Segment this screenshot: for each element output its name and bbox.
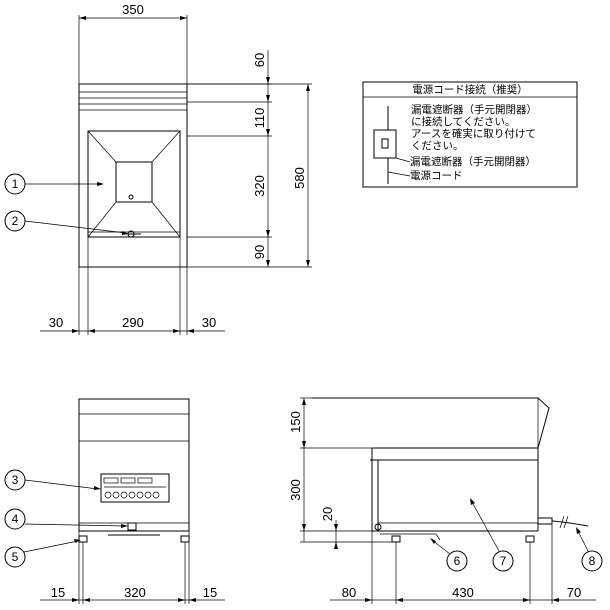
foot-left <box>78 535 88 543</box>
side-foot-rear <box>525 535 535 543</box>
note-line-1: 漏電遮断器（手元開閉器） <box>411 103 537 116</box>
side-view: 150 300 20 80 430 70 6 7 8 <box>288 397 603 604</box>
note-line-4: ください。 <box>411 140 464 152</box>
callout-3: 3 <box>12 473 19 487</box>
callout-4: 4 <box>12 512 19 526</box>
dim-150: 150 <box>288 411 303 433</box>
side-foot-front <box>391 535 401 543</box>
callout-5: 5 <box>12 550 19 564</box>
breaker-symbol <box>373 129 397 159</box>
dim-80: 80 <box>342 585 356 600</box>
note-line-3: アースを確実に取り付けて <box>411 127 536 140</box>
control-panel <box>100 473 170 503</box>
dim-20: 20 <box>320 507 335 521</box>
note-label-breaker: 漏電遮断器（手元開閉器） <box>410 155 536 168</box>
dim-90: 90 <box>252 245 267 259</box>
dim-290: 290 <box>122 315 144 330</box>
power-cord-note: 電源コード接続（推奨） 漏電遮断器（手元開閉器） に接続してください。 アースを… <box>362 81 578 188</box>
callout-8: 8 <box>589 554 596 568</box>
note-title: 電源コード接続（推奨） <box>412 83 528 96</box>
dim-15-right: 15 <box>203 585 217 600</box>
dim-110: 110 <box>252 108 267 129</box>
dim-430: 430 <box>452 585 474 600</box>
dim-front-320: 320 <box>124 585 146 600</box>
dim-60: 60 <box>252 53 267 67</box>
callout-7: 7 <box>500 554 507 568</box>
front-view-outline <box>78 398 190 532</box>
side-backguard <box>312 397 550 449</box>
dim-320: 320 <box>252 175 267 197</box>
dim-side-300: 300 <box>288 479 303 501</box>
dim-350: 350 <box>122 2 144 17</box>
dim-30-right: 30 <box>202 315 216 330</box>
dim-70: 70 <box>567 585 581 600</box>
callout-2: 2 <box>12 214 19 228</box>
dim-30-left: 30 <box>49 315 63 330</box>
foot-right <box>180 535 190 543</box>
dim-15-left: 15 <box>51 585 65 600</box>
top-view: 350 60 110 320 90 580 30 290 30 <box>4 2 312 335</box>
note-line-2: に接続してください。 <box>411 115 515 128</box>
callout-6: 6 <box>454 554 461 568</box>
heating-plate <box>115 161 153 203</box>
note-label-cord: 電源コード <box>410 169 463 182</box>
front-view: 15 320 15 3 4 5 <box>4 398 225 604</box>
top-view-outline <box>78 83 188 268</box>
callout-1: 1 <box>12 177 19 191</box>
dim-580: 580 <box>292 167 307 189</box>
